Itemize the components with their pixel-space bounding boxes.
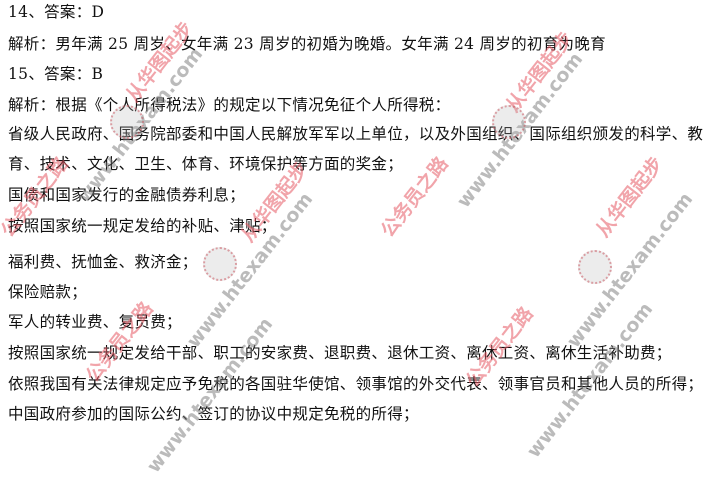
- watermark-url: www.htexam.com: [182, 188, 318, 352]
- watermark-slogan: 从华图起步: [121, 17, 198, 107]
- exemption-item: 依照我国有关法律规定应予免税的各国驻华使馆、领事馆的外交代表、领事官员和其他人员…: [8, 375, 704, 393]
- watermark-logo-icon: [203, 247, 237, 281]
- exemption-item: 保险赔款；: [8, 283, 88, 301]
- exemption-item: 中国政府参加的国际公约、签订的协议中规定免税的所得；: [8, 405, 419, 423]
- exemption-item: 福利费、抚恤金、救济金；: [8, 253, 198, 271]
- exemption-item: 按照国家统一规定发给的补贴、津贴；: [8, 217, 277, 235]
- analysis-15: 解析：根据《个人所得税法》的规定以下情况免征个人所得税：: [8, 96, 451, 114]
- watermark-url: www.htexam.com: [142, 313, 278, 477]
- exemption-item-cont: 育、技术、文化、卫生、体育、环境保护等方面的奖金；: [8, 155, 404, 173]
- exemption-item: 国债和国家发行的金融债券利息；: [8, 186, 246, 204]
- answer-15: 15、答案：B: [8, 65, 104, 83]
- watermark-url: www.htexam.com: [562, 188, 698, 352]
- exemption-item: 军人的转业费、复员费；: [8, 313, 182, 331]
- watermark-slogan: 公务员之路: [81, 297, 158, 387]
- analysis-14: 解析：男年满 25 周岁、女年满 23 周岁的初婚为晚婚。女年满 24 周岁的初…: [8, 35, 606, 53]
- watermark-logo-icon: [578, 250, 612, 284]
- exemption-item: 省级人民政府、国务院部委和中国人民解放军军以上单位，以及外国组织、国际组织颁发的…: [8, 125, 704, 143]
- exemption-item: 按照国家统一规定发给干部、职工的安家费、退职费、退休工资、离休工资、离休生活补助…: [8, 344, 672, 362]
- watermark-slogan: 从华图起步: [591, 152, 668, 242]
- answer-14: 14、答案：D: [8, 3, 105, 21]
